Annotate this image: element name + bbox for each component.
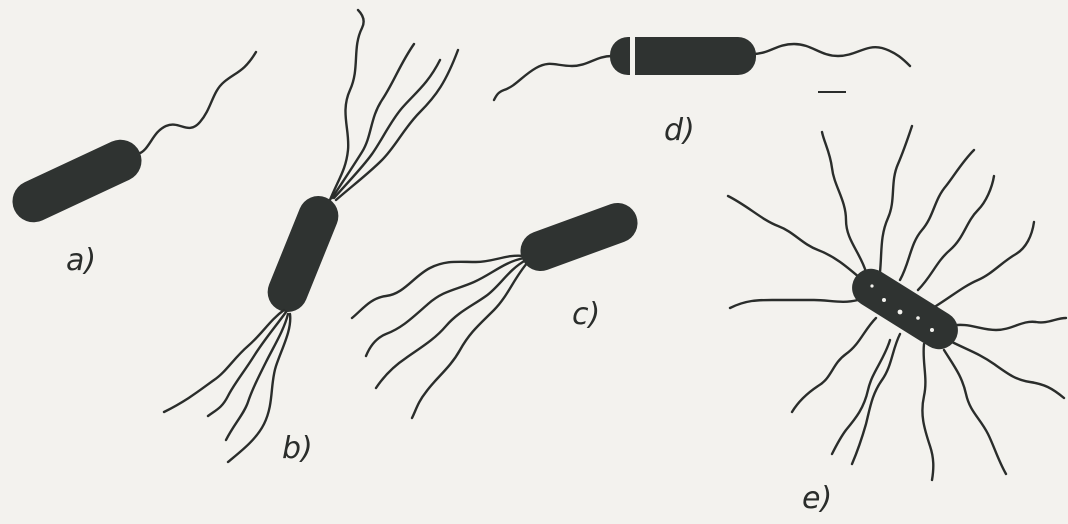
label-b: b) [282,431,313,466]
label-d: d) [664,113,695,148]
label-c: c) [572,297,600,332]
speckle-e-2 [898,310,903,315]
division-septum-d [630,34,635,78]
label-a: a) [66,243,96,278]
speckle-e-4 [930,328,934,332]
label-e: e) [802,481,832,516]
speckle-e-5 [870,284,873,287]
speckle-e-3 [916,316,920,320]
speckle-e-1 [882,298,886,302]
